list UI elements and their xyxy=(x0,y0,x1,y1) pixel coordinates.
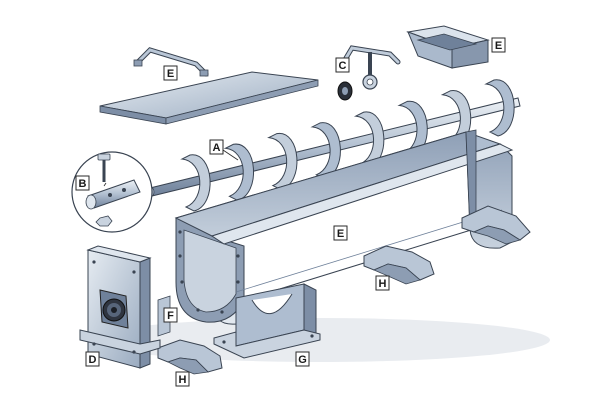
trough-bolts xyxy=(178,230,240,314)
coupling-detail xyxy=(71,151,153,233)
callout-h-foot-right: H xyxy=(375,275,390,291)
trough-foot-back xyxy=(461,205,531,245)
callout-e-cover-clamp: E xyxy=(163,65,178,81)
callout-a-screw: A xyxy=(209,139,224,155)
callout-h-foot-left: H xyxy=(175,371,190,387)
callout-b-coupling: B xyxy=(75,175,90,191)
inlet-box xyxy=(406,25,490,69)
svg-text:B: B xyxy=(79,178,87,190)
svg-text:G: G xyxy=(298,354,307,366)
svg-text:D: D xyxy=(89,354,97,366)
svg-text:H: H xyxy=(379,278,387,290)
screw-flight xyxy=(484,79,515,137)
end-bearing xyxy=(99,289,129,329)
end-plate xyxy=(79,245,161,369)
hanger xyxy=(337,45,401,101)
svg-text:F: F xyxy=(167,310,174,322)
cover-clamp xyxy=(133,47,209,77)
svg-text:E: E xyxy=(337,228,344,240)
screw-flight xyxy=(223,143,255,201)
trough-foot-right xyxy=(363,245,435,285)
svg-text:E: E xyxy=(495,40,502,52)
svg-text:C: C xyxy=(339,60,347,72)
trough-saddle xyxy=(213,283,321,359)
svg-text:A: A xyxy=(213,142,221,154)
callout-d-end-plate: D xyxy=(85,351,100,367)
callout-c-hanger: C xyxy=(335,57,350,73)
callout-e-inlet: E xyxy=(491,37,506,53)
callout-e-trough: E xyxy=(333,225,348,241)
svg-text:E: E xyxy=(167,68,174,80)
callout-f-seal: F xyxy=(163,307,178,323)
trough xyxy=(174,129,514,325)
screw-flight xyxy=(180,154,211,212)
trough-foot-left xyxy=(157,339,223,375)
svg-text:H: H xyxy=(179,374,187,386)
trough-cover xyxy=(99,71,319,125)
callout-g-saddle: G xyxy=(295,351,310,367)
